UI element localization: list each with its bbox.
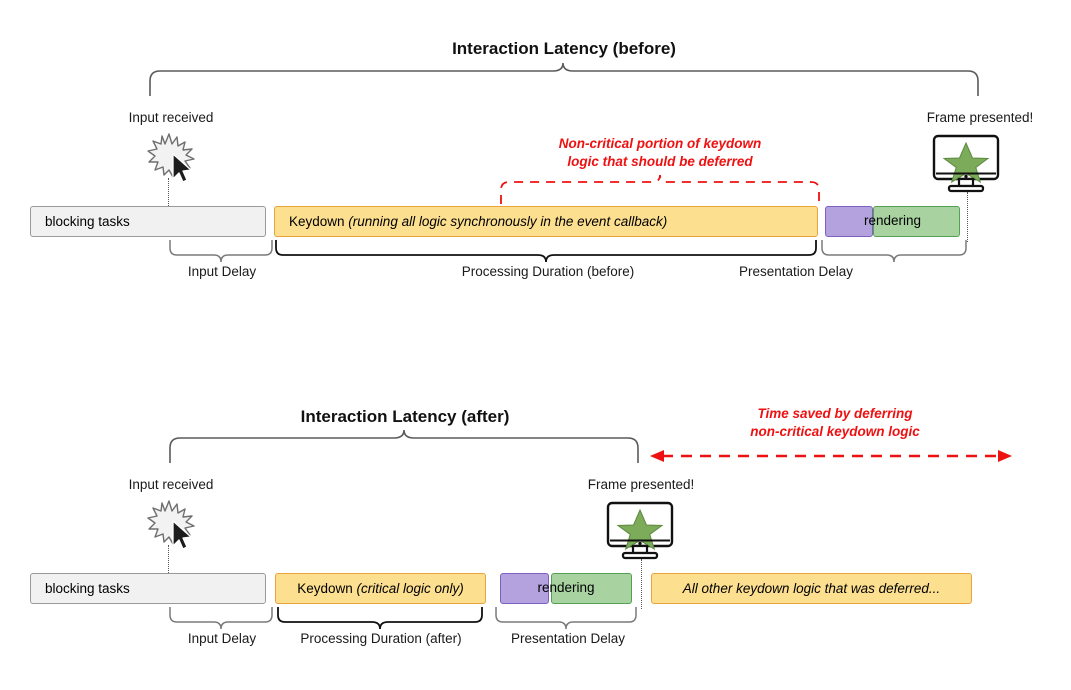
after-presentation-delay-label: Presentation Delay	[510, 631, 626, 646]
after-processing-duration-label: Processing Duration (after)	[300, 631, 462, 646]
before-bar-blocking-tasks-label: blocking tasks	[45, 214, 130, 229]
before-noncritical-dashed-brace	[500, 174, 820, 204]
starburst-cursor-icon	[147, 500, 195, 550]
before-latency-brace	[149, 62, 979, 96]
after-bar-presentation-purple[interactable]	[500, 573, 549, 604]
before-red-note: Non-critical portion of keydown logic th…	[460, 135, 860, 171]
before-bar-keydown-label: Keydown (running all logic synchronously…	[275, 214, 667, 229]
before-input-received-label: Input received	[128, 110, 214, 125]
before-bar-keydown-label-plain: Keydown	[289, 214, 349, 229]
before-title: Interaction Latency (before)	[452, 39, 676, 58]
before-input-delay-label: Input Delay	[187, 264, 257, 279]
before-processing-duration-label: Processing Duration (before)	[461, 264, 635, 279]
before-processing-duration-brace	[275, 240, 817, 263]
before-frame-guide-line	[967, 192, 968, 242]
after-processing-duration-brace	[277, 607, 483, 630]
before-input-guide-line	[168, 178, 169, 214]
before-red-note-line1: Non-critical portion of keydown	[558, 136, 762, 151]
after-input-guide-line	[168, 545, 169, 581]
after-red-note: Time saved by deferring non-critical key…	[660, 405, 1010, 441]
before-bar-presentation-green[interactable]	[873, 206, 960, 237]
after-bar-keydown[interactable]: Keydown (critical logic only)	[275, 573, 486, 604]
after-bar-blocking-tasks[interactable]: blocking tasks	[30, 573, 266, 604]
after-bar-deferred-label-italic: All other keydown logic that was deferre…	[682, 581, 941, 596]
after-title: Interaction Latency (after)	[300, 407, 510, 426]
after-input-delay-brace	[169, 607, 273, 630]
monitor-star-icon	[606, 501, 674, 560]
after-latency-brace	[169, 429, 639, 463]
before-bar-blocking-tasks[interactable]: blocking tasks	[30, 206, 266, 237]
after-bar-deferred-label: All other keydown logic that was deferre…	[652, 581, 971, 596]
before-input-delay-brace	[169, 240, 273, 263]
after-bar-keydown-label-italic: (critical logic only)	[356, 581, 464, 596]
starburst-cursor-icon	[147, 133, 195, 183]
before-presentation-delay-brace	[821, 240, 967, 263]
after-rendering-label: rendering	[537, 580, 595, 595]
after-frame-presented-label: Frame presented!	[587, 477, 695, 492]
after-red-note-line2: non-critical keydown logic	[750, 424, 920, 440]
after-presentation-delay-brace	[495, 607, 637, 630]
after-bar-blocking-tasks-label: blocking tasks	[45, 581, 130, 596]
after-bar-presentation-green[interactable]	[551, 573, 632, 604]
after-frame-guide-line	[641, 559, 642, 609]
before-presentation-delay-label: Presentation Delay	[738, 264, 854, 279]
after-time-saved-arrow	[650, 450, 1012, 462]
before-red-note-line2: logic that should be deferred	[567, 154, 753, 170]
after-bar-deferred[interactable]: All other keydown logic that was deferre…	[651, 573, 972, 604]
before-bar-keydown-label-italic: (running all logic synchronously in the …	[348, 214, 668, 229]
before-bar-keydown[interactable]: Keydown (running all logic synchronously…	[274, 206, 818, 237]
after-input-received-label: Input received	[128, 477, 214, 492]
before-bar-presentation-purple[interactable]	[825, 206, 873, 237]
monitor-star-icon	[932, 134, 1000, 193]
before-rendering-label: rendering	[863, 213, 922, 228]
after-input-delay-label: Input Delay	[187, 631, 257, 646]
after-bar-keydown-label-plain: Keydown	[297, 581, 357, 596]
after-bar-keydown-label: Keydown (critical logic only)	[276, 581, 485, 596]
before-frame-presented-label: Frame presented!	[926, 110, 1034, 125]
after-red-note-line1: Time saved by deferring	[757, 406, 913, 421]
